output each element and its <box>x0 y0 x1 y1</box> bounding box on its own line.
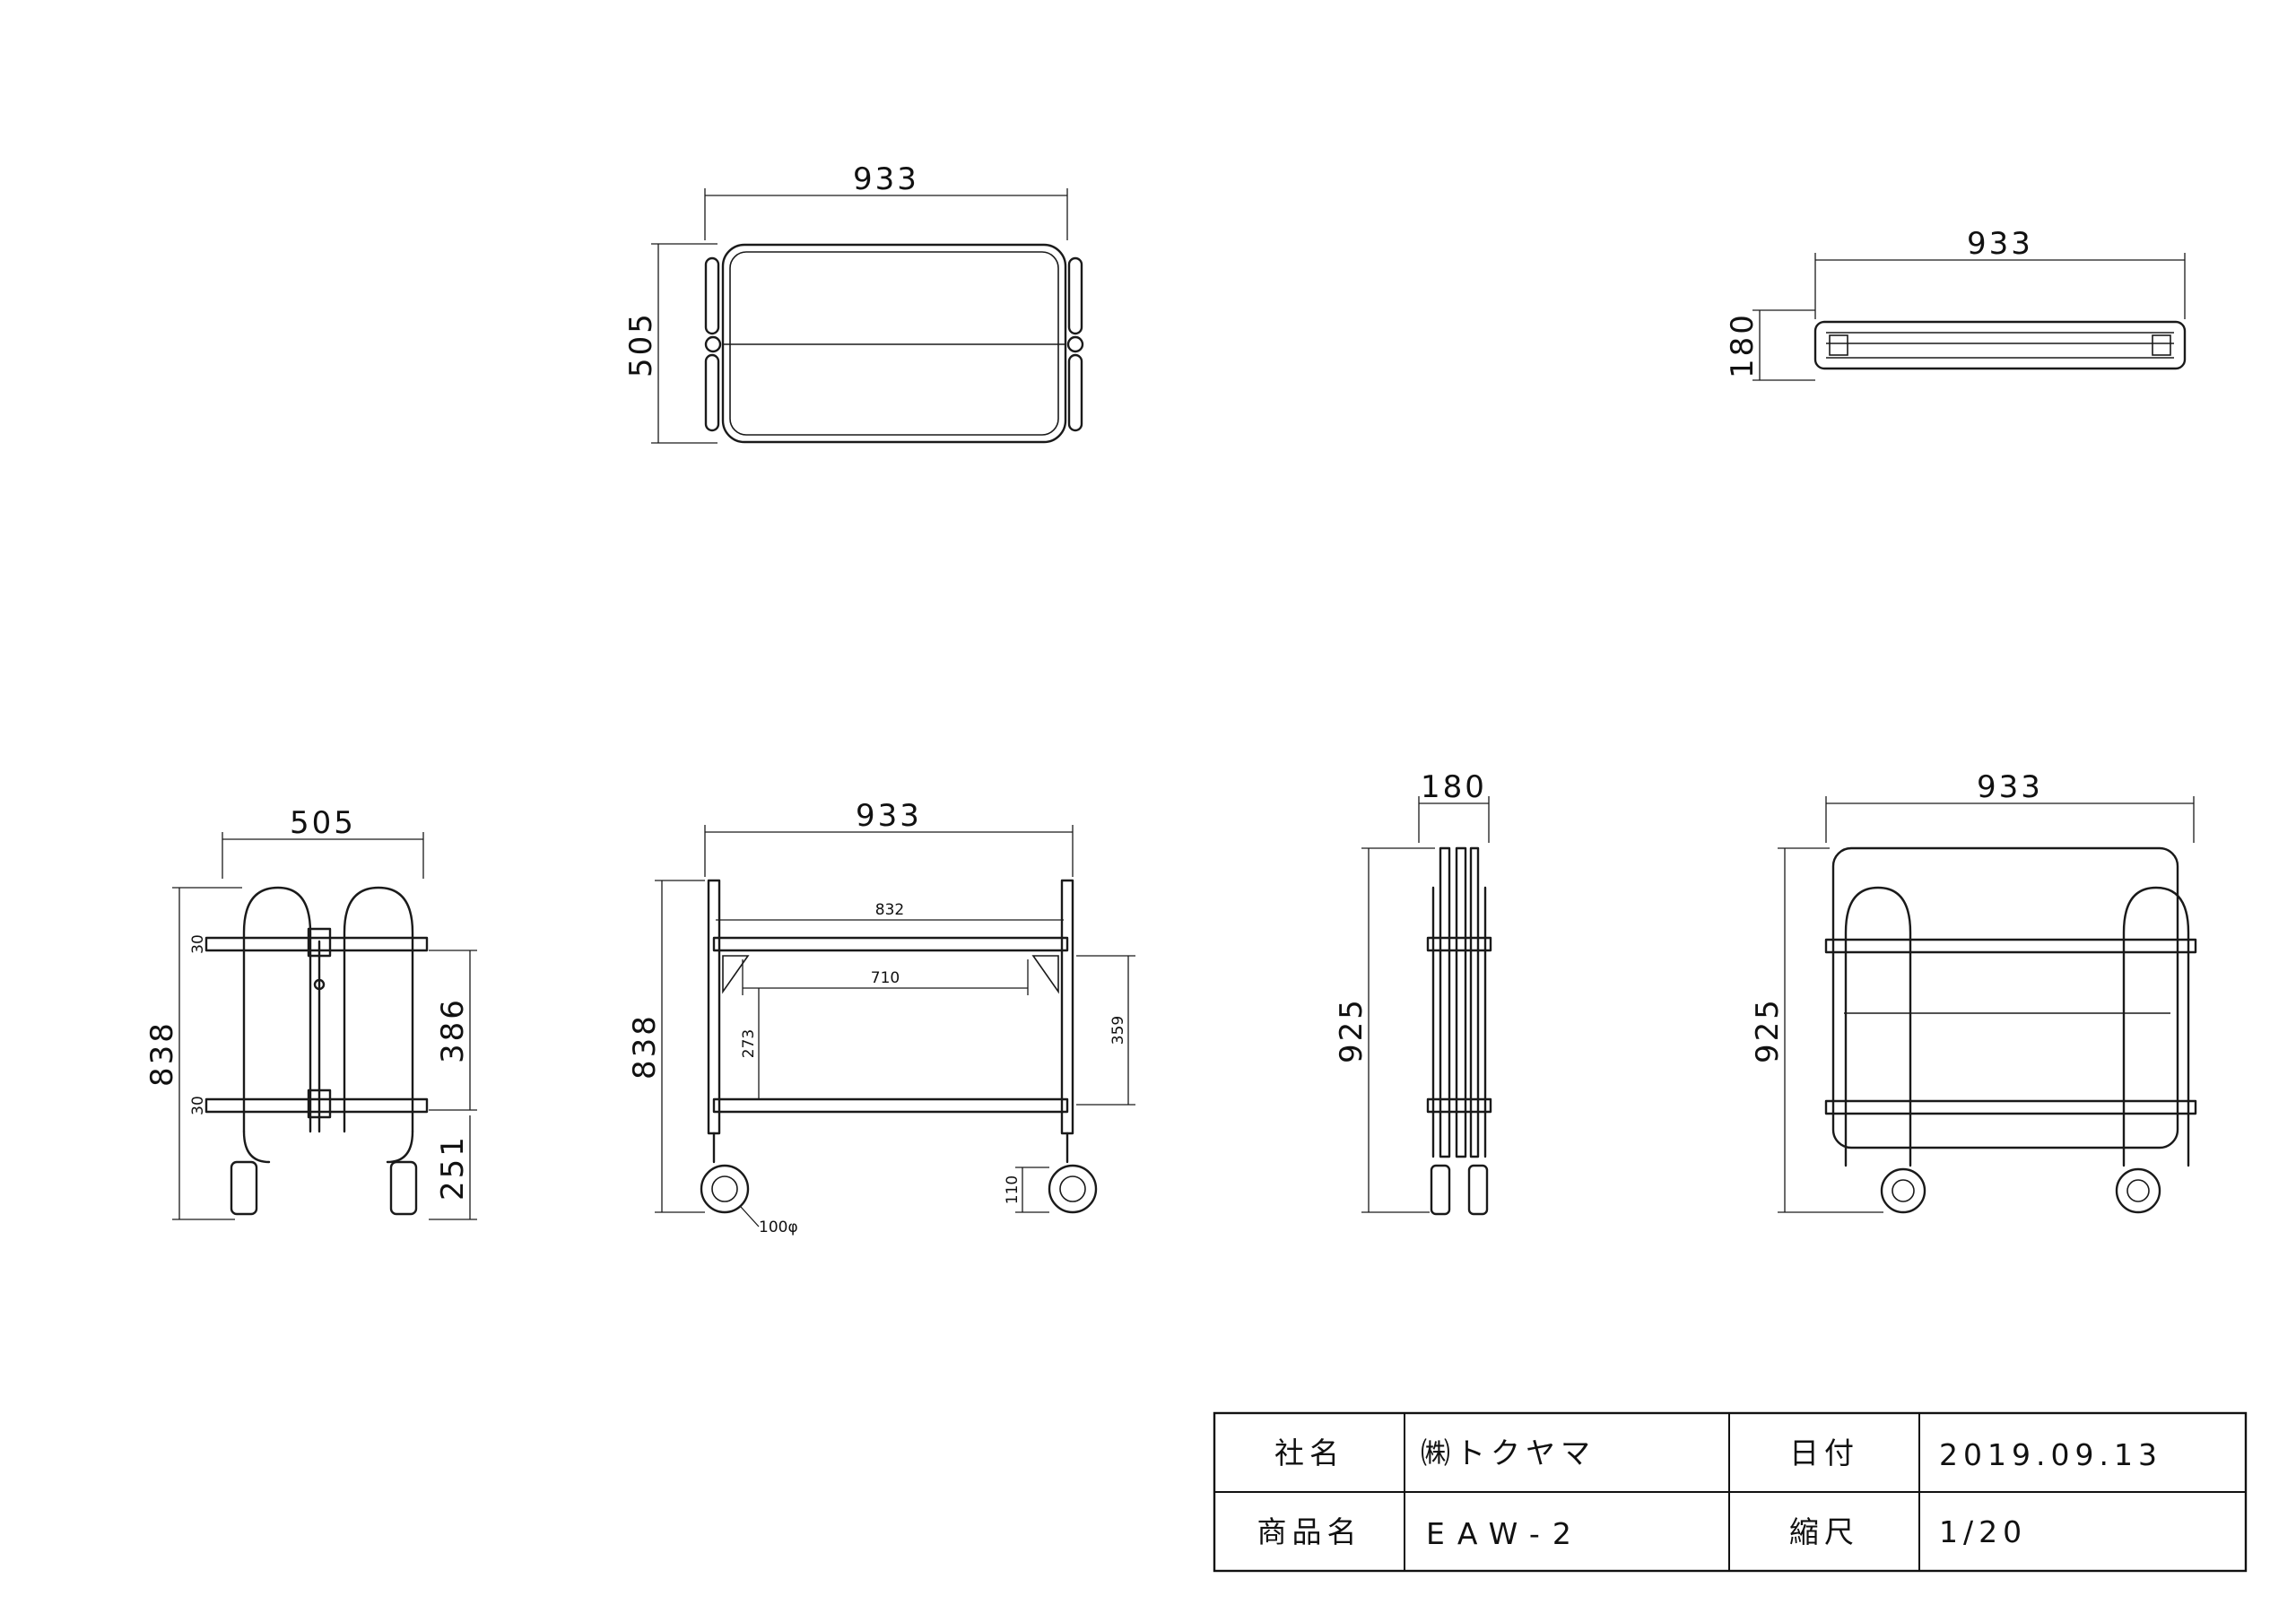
front-shelf-lower <box>712 1097 1069 1114</box>
date-value: 2019.09.13 <box>1939 1437 2162 1472</box>
side-caster-right <box>389 1160 418 1216</box>
folded-top-view: 933 180 <box>1725 226 2187 381</box>
front-post-left <box>707 879 721 1135</box>
folded-front-shelf <box>1824 938 2197 954</box>
dim-shelf-spacing: 386 <box>435 997 471 1063</box>
front-caster-right-hub <box>1059 1175 1086 1202</box>
leader-line <box>740 1206 760 1227</box>
front-caster-right <box>1048 1164 1098 1214</box>
folded-side-joint <box>1426 936 1492 952</box>
front-view: 933 832 710 273 359 838 110 100φ <box>627 798 1135 1236</box>
side-bolt <box>313 978 326 991</box>
dim-folded-front-height: 925 <box>1750 997 1786 1063</box>
folded-bracket <box>1829 334 1848 356</box>
side-shelf-lower <box>204 1097 429 1114</box>
folded-front-caster-left <box>1880 1167 1926 1214</box>
handle-right-lower <box>1067 353 1083 432</box>
tray-inner-outline <box>729 251 1059 436</box>
tray-outline <box>721 243 1067 444</box>
folded-front-shelf <box>1824 1099 2197 1115</box>
front-post-right <box>1060 879 1074 1135</box>
folded-side-post <box>1469 846 1480 1158</box>
scale-value: 1/20 <box>1939 1514 2027 1549</box>
folded-front-caster-right-hub <box>2126 1179 2150 1202</box>
dim-side-height: 838 <box>144 1020 180 1087</box>
front-shelf-upper <box>712 936 1069 952</box>
company-value: ㈱トクヤマ <box>1421 1436 1596 1470</box>
dim-frame-top: 30 <box>189 934 207 954</box>
folded-side-view: 180 925 <box>1334 769 1492 1216</box>
company-label: 社名 <box>1274 1436 1344 1470</box>
front-brace-right <box>1031 955 1059 994</box>
side-joint-upper <box>307 927 332 958</box>
side-joint-lower <box>307 1089 332 1119</box>
hinge-left <box>704 335 722 353</box>
dim-front-height: 838 <box>627 1013 663 1080</box>
folded-front-loop-left <box>1844 886 1912 1167</box>
dim-frame-bottom: 30 <box>189 1096 207 1115</box>
dim-folded-side-thickness: 180 <box>1421 769 1487 805</box>
product-label: 商品名 <box>1257 1514 1362 1549</box>
side-view: 505 838 386 251 30 30 <box>144 805 477 1220</box>
folded-bracket <box>2152 334 2171 356</box>
dim-front-caster-height: 110 <box>1004 1175 1022 1204</box>
dim-folded-front-width: 933 <box>1977 769 2043 805</box>
product-value: EAW-2 <box>1426 1516 1584 1551</box>
side-leg-left <box>242 1130 271 1164</box>
side-caster-left <box>230 1160 258 1216</box>
handle-left-upper <box>704 256 720 335</box>
folded-front-loop-right <box>2122 886 2190 1167</box>
title-block: 社名 ㈱トクヤマ 日付 2019.09.13 商品名 EAW-2 縮尺 1/20 <box>1213 1411 2248 1573</box>
front-caster-left-hub <box>711 1175 738 1202</box>
handle-left-lower <box>704 353 720 432</box>
dim-top-width: 933 <box>853 161 919 197</box>
side-shelf-upper <box>204 936 429 952</box>
folded-front-view: 933 925 <box>1750 769 2197 1214</box>
folded-front-caster-right <box>2115 1167 2161 1214</box>
front-brace-left <box>722 955 750 994</box>
side-loop-left <box>242 886 312 1133</box>
handle-right-upper <box>1067 256 1083 335</box>
dim-folded-top-width: 933 <box>1967 226 2033 262</box>
folded-side-post <box>1439 846 1451 1158</box>
side-leg-right <box>386 1130 414 1164</box>
dim-front-width: 933 <box>856 798 922 834</box>
dim-folded-top-thickness: 180 <box>1725 312 1761 378</box>
folded-side-joint <box>1426 1097 1492 1114</box>
folded-side-post <box>1455 846 1467 1158</box>
dim-front-inner-height: 273 <box>740 1029 758 1058</box>
front-caster-left <box>700 1164 750 1214</box>
dim-folded-side-height: 925 <box>1334 997 1370 1063</box>
folded-side-caster <box>1430 1164 1451 1216</box>
dim-top-depth: 505 <box>623 311 659 377</box>
scale-label: 縮尺 <box>1789 1514 1859 1549</box>
hinge-right <box>1066 335 1084 353</box>
side-loop-right <box>343 886 414 1133</box>
dim-side-width: 505 <box>290 805 356 841</box>
folded-front-tray <box>1831 846 2179 1149</box>
dim-front-side-height: 359 <box>1109 1016 1127 1045</box>
dim-lower-shelf-height: 251 <box>435 1134 471 1201</box>
folded-front-caster-left-hub <box>1892 1179 1915 1202</box>
folded-outline <box>1813 320 2187 370</box>
dim-front-caster-diameter: 100φ <box>759 1219 798 1236</box>
dim-front-inner-width: 832 <box>875 901 904 919</box>
dim-front-inner-span: 710 <box>871 969 900 987</box>
folded-side-caster <box>1467 1164 1489 1216</box>
top-view: 933 505 <box>623 161 1084 444</box>
date-label: 日付 <box>1789 1436 1859 1470</box>
